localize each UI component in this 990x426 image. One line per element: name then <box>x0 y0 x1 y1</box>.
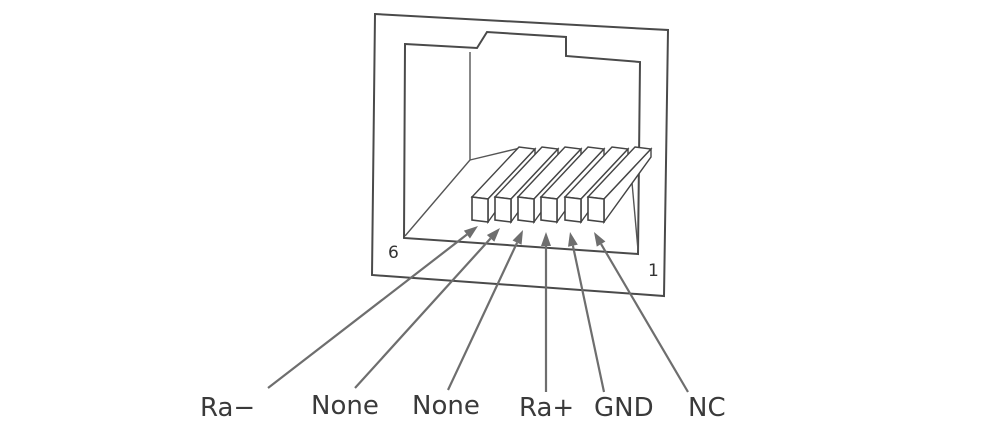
pin-label-none-1: None <box>311 391 379 421</box>
pin-number-6: 6 <box>388 243 399 263</box>
leader-line-ra-minus <box>267 233 468 389</box>
jack-floor-line <box>469 147 521 161</box>
contact-pin-5 <box>494 196 512 223</box>
leader-line-none-1 <box>354 237 492 389</box>
pin-label-ra-plus: Ra+ <box>519 393 574 423</box>
contact-pin-1 <box>587 196 605 223</box>
arrowhead-ra-plus <box>541 232 551 246</box>
arrowhead-nc <box>594 232 606 247</box>
pin-label-ra-minus: Ra− <box>200 393 255 423</box>
arrowhead-none-2 <box>512 230 523 245</box>
jack-housing-outer <box>370 12 670 298</box>
leader-lines-group <box>267 226 689 393</box>
arrowhead-none-1 <box>486 228 500 242</box>
arrowhead-gnd <box>568 232 578 247</box>
leader-line-nc <box>600 243 689 393</box>
contact-pin-6 <box>471 196 489 223</box>
contact-pin-4 <box>517 196 535 223</box>
contacts-group <box>470 146 653 225</box>
contact-pin-2 <box>564 196 582 223</box>
contact-pin-3 <box>540 196 558 223</box>
pin-label-none-2: None <box>412 391 480 421</box>
arrowhead-ra-minus <box>463 226 478 239</box>
leader-line-none-2 <box>447 242 519 391</box>
pin-number-1: 1 <box>648 261 659 281</box>
jack-opening-inner <box>402 30 642 256</box>
leader-line-gnd <box>571 245 606 393</box>
jack-back-wall <box>404 52 471 237</box>
pin-label-nc: NC <box>688 393 726 423</box>
pin-label-gnd: GND <box>594 393 654 423</box>
